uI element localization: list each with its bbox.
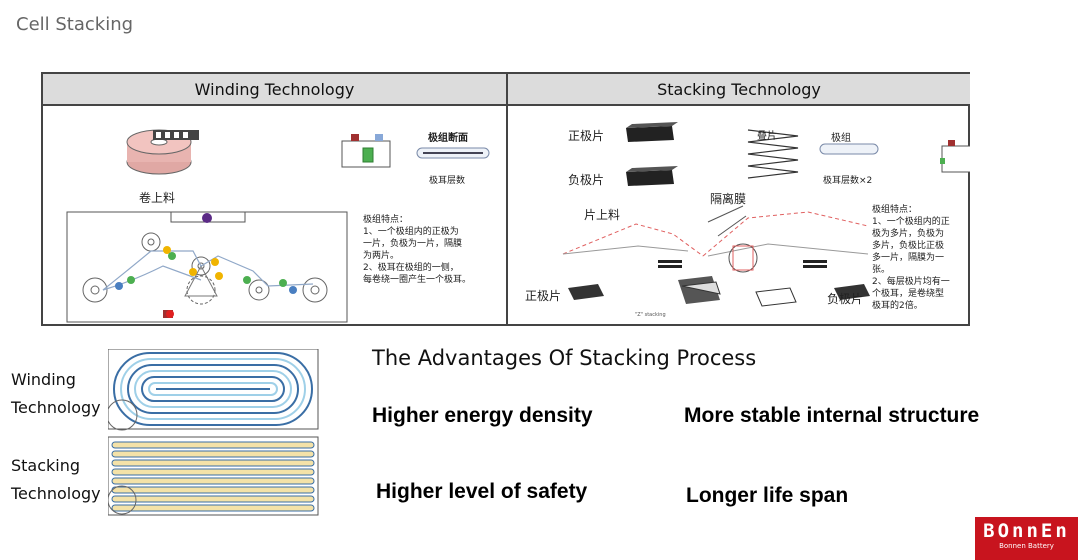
winding-section-label: 极组断面: [428, 133, 468, 144]
winding-diagram: [66, 129, 490, 323]
stacking-separator-label: 隔离膜: [710, 192, 747, 206]
stacking-negative-label: 负极片: [568, 173, 605, 187]
cross-section-illustrations: [108, 349, 319, 516]
stacking-positive-label: 正极片: [568, 129, 605, 143]
winding-tab-layers-label: 极耳层数: [429, 176, 466, 186]
electrode-roll-icon: [126, 129, 199, 175]
roller-dots: [115, 246, 297, 318]
stacking-header: Stacking Technology: [506, 74, 970, 106]
stacking-cross-section: [108, 436, 319, 516]
advantage-energy-density: Higher energy density: [372, 404, 593, 427]
winding-side-label: Winding Technology: [11, 370, 101, 417]
stacking-diagram: [562, 122, 970, 307]
stacking-stack-label: 叠片: [757, 131, 777, 142]
z-stacking-lines: [562, 205, 869, 273]
stacking-bottom-positive-label: 正极片: [525, 289, 562, 303]
column-divider: [506, 74, 508, 326]
stacking-side-label: Stacking Technology: [11, 456, 101, 503]
winding-cross-section: [108, 349, 319, 431]
cell-section-icon: [341, 134, 391, 168]
winding-rollers: [82, 232, 328, 305]
advantage-life-span: Longer life span: [686, 484, 849, 507]
winding-roll-label: 卷上料: [139, 191, 176, 205]
stacking-tab-layers-label: 极耳层数×2: [823, 176, 873, 186]
stacking-loading-label: 片上料: [584, 208, 621, 222]
stacking-plate-sequence: [568, 276, 870, 307]
stacking-bottom-negative-label: 负极片: [827, 292, 864, 306]
bonnen-logo: BOnnEn Bonnen Battery: [975, 517, 1078, 560]
stack-cell-icon: [940, 140, 970, 173]
winding-header: Winding Technology: [43, 74, 506, 106]
stack-spring-icon: [747, 129, 799, 179]
negative-plate-icon: [626, 166, 678, 186]
advantage-stable-structure: More stable internal structure: [684, 404, 980, 427]
advantages-title: The Advantages Of Stacking Process: [372, 346, 757, 370]
jelly-roll-section-icon: [416, 147, 490, 159]
comparison-table: Winding Technology Stacking Technology: [41, 72, 970, 326]
advantage-safety: Higher level of safety: [376, 480, 588, 503]
z-stacking-caption: "Z" stacking: [635, 312, 666, 318]
stack-group-section-icon: [819, 143, 879, 155]
positive-plate-icon: [626, 122, 678, 142]
page-title: Cell Stacking: [16, 14, 134, 35]
winding-notes: 极组特点： 1、一个极组内的正极为 一片，负极为一片，隔膜 为两片。 2、极耳在…: [363, 215, 472, 285]
winding-machine-frame: [66, 211, 348, 323]
stacking-group-label: 极组: [831, 133, 851, 144]
stacking-notes: 极组特点： 1、一个极组内的正 极为多片，负极为 多片，负极比正极 多一片，隔膜…: [872, 205, 950, 311]
